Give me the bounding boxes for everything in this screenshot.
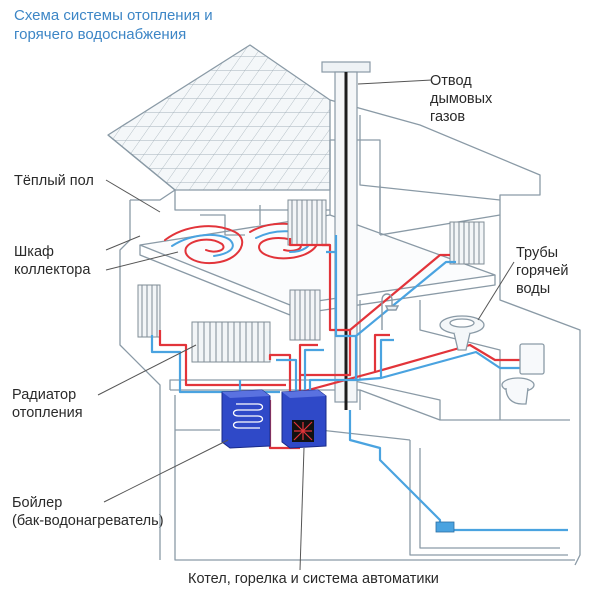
right-roof [330,100,540,215]
radiator-ground [192,322,270,362]
radiator-middle [290,290,320,340]
roof [108,45,330,190]
pump [436,522,454,532]
boiler-tank [222,390,270,448]
boiler-unit [282,390,326,448]
radiator-upper-a [288,200,326,245]
radiator-left [138,285,160,337]
radiator-upper-b [450,222,484,264]
toilet [502,344,544,404]
